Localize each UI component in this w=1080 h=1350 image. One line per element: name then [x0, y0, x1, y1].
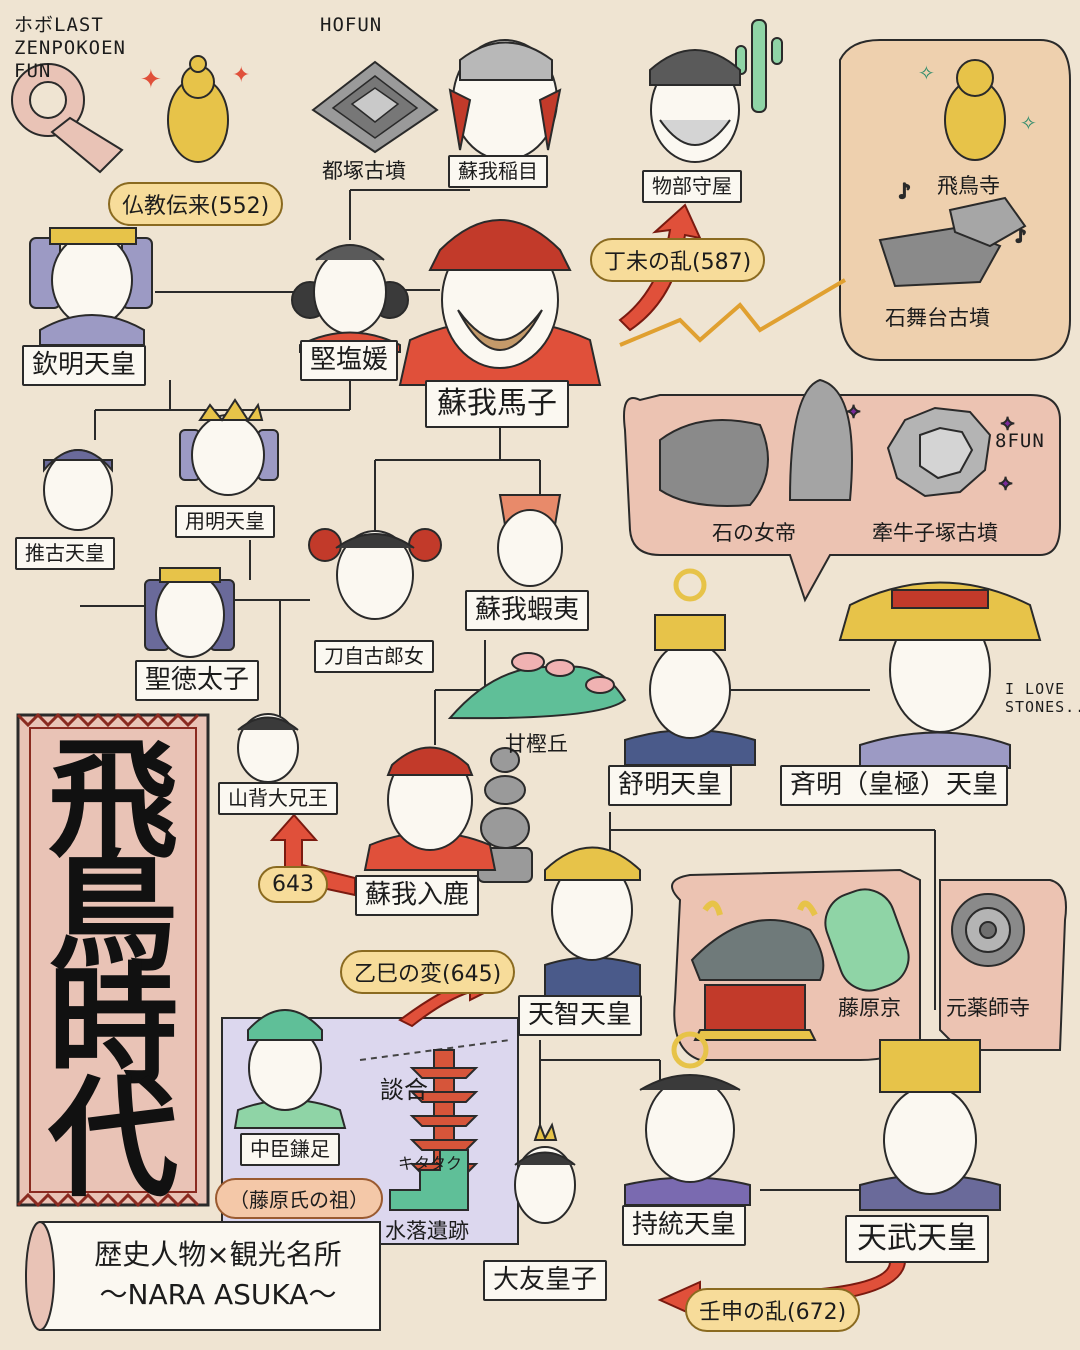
caption-line-1: 歴史人物×観光名所: [94, 1238, 342, 1271]
title-scroll: [16, 713, 210, 1207]
svg-text:✦: ✦: [140, 65, 162, 95]
svg-text:✦: ✦: [1000, 414, 1015, 435]
place-miyazuka: 都塚古墳: [322, 159, 406, 183]
note-last-zenpokoen: ホボLAST ZENPOKOEN FUN: [14, 14, 126, 82]
person-soga-emishi: 蘇我蝦夷: [465, 590, 590, 631]
soga-umako-portrait: [398, 219, 602, 386]
person-kitashihime: 堅塩媛: [300, 340, 399, 381]
person-nakatomi-note: （藤原氏の祖）: [215, 1178, 383, 1219]
stone-woman-icon: ✦: [659, 378, 862, 507]
note-hofun: HOFUN: [320, 14, 383, 36]
green-lantern-icon: [824, 888, 910, 992]
person-nakatomi: 中臣鎌足: [240, 1133, 340, 1166]
ishibutai-stones-icon: ♪ ♪: [878, 178, 1028, 288]
svg-text:♪: ♪: [1015, 226, 1027, 247]
buddha-statue-icon: ✦ ✦: [140, 55, 250, 163]
keyhole-kofun-sketch: [11, 63, 124, 174]
mizuochi-steps-icon: [389, 1149, 469, 1211]
person-mononobe: 物部守屋: [642, 170, 742, 203]
event-jinshin: 壬申の乱(672): [685, 1288, 861, 1332]
person-shotoku: 聖徳太子: [135, 660, 260, 701]
place-fujiwarakyo: 藤原京: [838, 996, 901, 1020]
event-isshi: 乙巳の変(645): [340, 950, 516, 994]
place-amakashi: 甘樫丘: [505, 732, 568, 756]
event-teibi: 丁未の乱(587): [590, 238, 766, 282]
miyazuka-pyramid-icon: [311, 60, 439, 154]
title-char-3: 時: [48, 949, 179, 1102]
scroll-border-bottom: [16, 1192, 200, 1208]
person-otomo: 大友皇子: [483, 1260, 608, 1301]
jito-portrait: [624, 1031, 751, 1206]
mononobe-moriya-portrait: [649, 49, 741, 163]
tenmu-portrait: [859, 1039, 1001, 1211]
note-i-love-stones: I LOVE STONES..: [1005, 680, 1080, 716]
event-643: 643: [258, 866, 328, 903]
person-tojiko: 刀自古郎女: [314, 640, 434, 673]
caption-scroll-roll: [25, 1221, 55, 1331]
note-8fun: 8FUN: [995, 430, 1045, 452]
amakashi-hill-icon: [447, 652, 627, 720]
person-yamashiro: 山背大兄王: [218, 782, 338, 815]
kengoshi-octagon-icon: ✦ ✦: [886, 406, 1016, 498]
cactus-icon: [735, 19, 783, 113]
person-jito: 持統天皇: [622, 1205, 747, 1246]
scroll-inner-frame: [29, 727, 197, 1193]
person-soga-iname: 蘇我稲目: [448, 155, 548, 188]
yomei-portrait: [179, 398, 279, 496]
soga-iruka-portrait: [363, 746, 497, 871]
svg-text:✧: ✧: [1020, 111, 1037, 135]
title-char-4: 代: [48, 1062, 179, 1215]
tenji-portrait: [544, 846, 641, 999]
svg-text:♪: ♪: [898, 179, 911, 203]
lightning-connector: [619, 278, 847, 347]
person-saimei: 斉明（皇極）天皇: [780, 765, 1009, 806]
svg-text:✦: ✦: [998, 474, 1013, 495]
tojiko-portrait: [308, 528, 442, 620]
svg-text:✦: ✦: [846, 402, 861, 423]
person-soga-umako: 蘇我馬子: [425, 380, 569, 428]
yamashiro-portrait: [237, 713, 299, 783]
kinmei-portrait: [29, 227, 153, 346]
dango-line: [359, 1039, 511, 1061]
person-tenmu: 天武天皇: [845, 1215, 989, 1263]
nakatomi-portrait: [233, 1009, 347, 1129]
soga-emishi-portrait: [497, 494, 563, 587]
person-kinmei: 欽明天皇: [22, 345, 147, 386]
note-dango: 談合: [380, 1076, 428, 1104]
otomo-portrait: [514, 1122, 576, 1224]
jomei-portrait: [624, 568, 756, 766]
person-soga-iruka: 蘇我入鹿: [355, 875, 480, 916]
person-yomei: 用明天皇: [175, 505, 275, 538]
place-kengoshi: 牽牛子塚古墳: [872, 521, 998, 545]
place-mizuochi: 水落遺跡: [385, 1219, 469, 1243]
person-tenji: 天智天皇: [518, 995, 643, 1036]
svg-text:✦: ✦: [232, 63, 250, 88]
place-motoyakushiji: 元薬師寺: [946, 996, 1030, 1020]
scroll-border-top: [16, 712, 200, 728]
kitashihime-portrait: [291, 244, 409, 353]
caption-scroll: [39, 1221, 381, 1331]
asukadera-buddha-icon: ✧ ✧: [918, 59, 1037, 161]
title-char-2: 鳥: [48, 836, 179, 989]
person-jomei: 舒明天皇: [608, 765, 733, 806]
svg-text:✧: ✧: [918, 61, 935, 85]
note-kitakuta: キタタク: [398, 1154, 463, 1173]
place-ishibutai: 石舞台古墳: [885, 306, 990, 330]
place-ishi-no-meotokaki: 石の女帝: [712, 521, 796, 545]
shotoku-portrait: [144, 567, 235, 658]
title-char-1: 飛: [48, 723, 179, 876]
suiko-portrait: [43, 449, 113, 531]
place-asukadera: 飛鳥寺: [937, 174, 1000, 198]
caption-line-2: 〜NARA ASUKA〜: [99, 1278, 337, 1311]
event-bukkyo: 仏教伝来(552): [108, 182, 284, 226]
motoyakushiji-tile-icon: [951, 893, 1025, 967]
saimei-portrait: [838, 581, 1042, 769]
person-suiko: 推古天皇: [15, 537, 115, 570]
soga-iname-portrait: [448, 39, 562, 161]
